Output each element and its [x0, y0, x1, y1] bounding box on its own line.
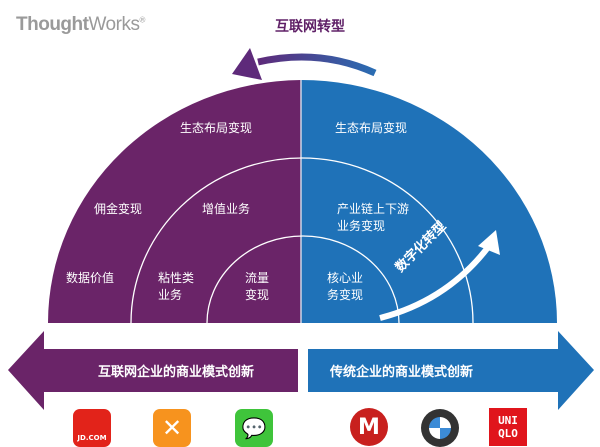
digital-arrowhead [478, 230, 500, 255]
right-arrow [308, 331, 594, 410]
left-outer-label-2: 佣金变现 [94, 202, 143, 216]
uniqlo-logo-icon: UNI QLO [489, 408, 527, 446]
wechat-logo-icon: 💬 [235, 409, 273, 447]
left-arrow [8, 331, 298, 410]
cmb-logo-icon: M [350, 408, 388, 446]
left-outer-label-3: 数据价值 [66, 271, 115, 285]
left-middle-label-1: 增值业务 [202, 202, 251, 216]
thoughtworks-logo: ThoughtWorks® [16, 14, 145, 35]
traditional-business-model-label: 传统企业的商业模式创新 [330, 365, 474, 380]
diagram-title: 互联网转型 [275, 19, 345, 35]
internet-business-model-label: 互联网企业的商业模式创新 [98, 365, 255, 380]
dianping-logo-icon: ✕ [153, 409, 191, 447]
right-inner-label: 核心业 务变现 [327, 271, 364, 302]
inner-ring [206, 235, 400, 324]
right-outer-label: 生态布局变现 [335, 121, 408, 135]
jd-logo-icon: JD.COM [73, 409, 111, 447]
top-arrowhead [232, 48, 262, 80]
left-half [48, 80, 301, 323]
bmw-logo-icon [421, 409, 459, 447]
left-inner-label: 流量 变现 [245, 271, 270, 302]
left-outer-label-1: 生态布局变现 [180, 121, 253, 135]
right-half [301, 80, 557, 323]
right-middle-label: 产业链上下游 业务变现 [337, 202, 410, 233]
left-middle-label-2: 粘性类 业务 [158, 271, 195, 302]
middle-ring [130, 157, 474, 324]
top-arrow-icon [257, 53, 377, 77]
digital-arrow [379, 240, 495, 321]
